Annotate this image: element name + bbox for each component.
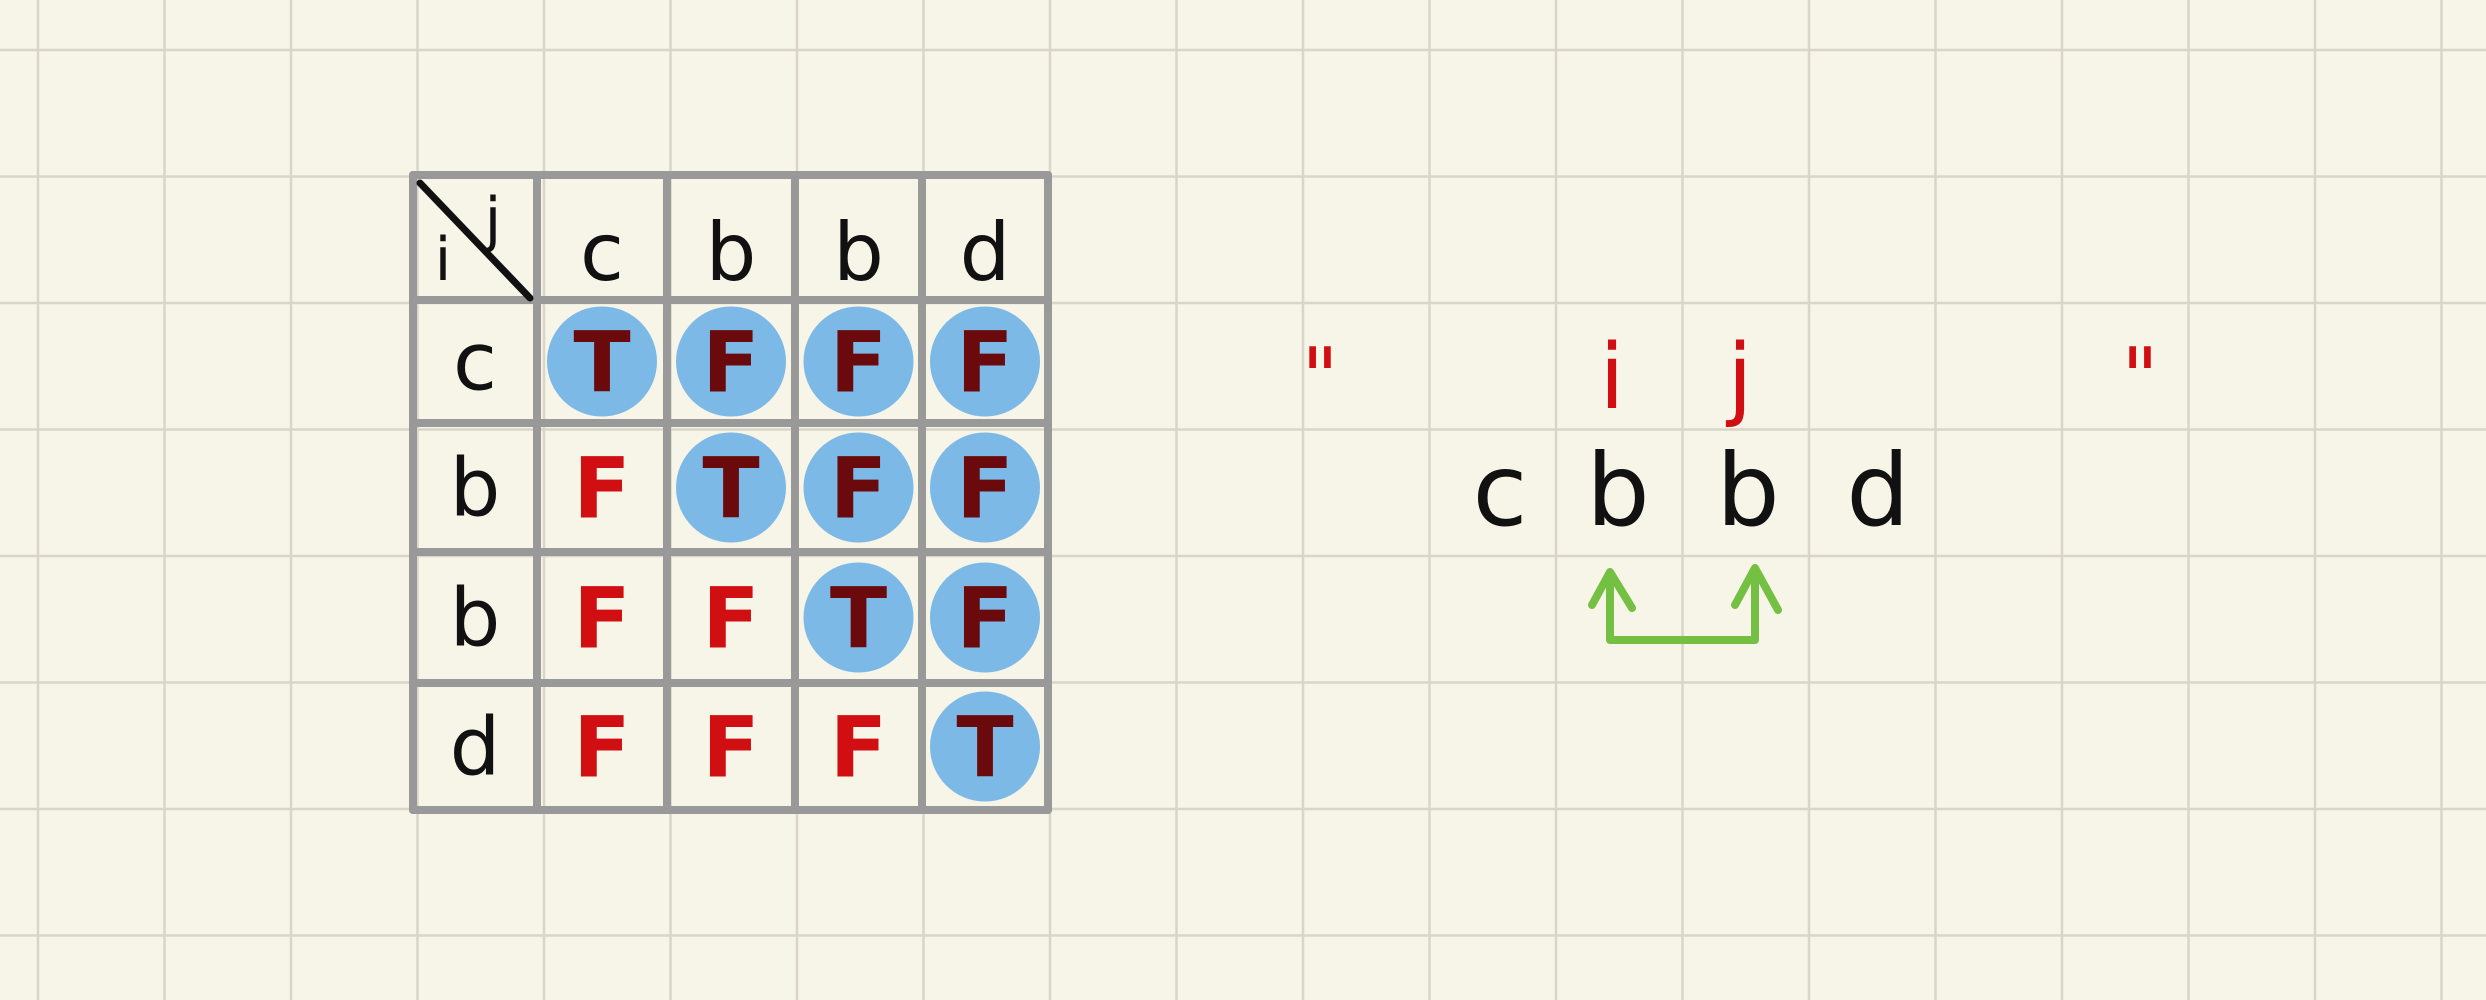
highlight-circle [676, 432, 786, 543]
row-header: d [450, 701, 501, 794]
col-header: d [960, 206, 1011, 299]
table-cell: F [830, 440, 887, 538]
highlight-circle [930, 306, 1040, 417]
table-cell: T [573, 314, 630, 412]
table-highlights [547, 306, 1040, 802]
highlight-circle [930, 691, 1040, 802]
table-cell: T [956, 699, 1013, 797]
pointer-j: j [1725, 325, 1752, 430]
table-cell: F [830, 699, 887, 797]
table-cell: F [956, 314, 1013, 412]
table-cell: F [702, 314, 759, 412]
string-example: " " i j c b b d [1302, 325, 2159, 644]
string-char: b [1586, 432, 1649, 549]
table-cell: F [956, 440, 1013, 538]
string-char: c [1473, 432, 1528, 549]
col-header: b [706, 206, 757, 299]
col-header: c [580, 206, 624, 299]
table-cell: T [830, 570, 887, 668]
table-cell: F [573, 699, 630, 797]
highlight-circle [930, 432, 1040, 543]
corner-diagonal [416, 179, 534, 302]
corner-col-label: j [483, 185, 502, 255]
highlight-circle [803, 306, 914, 417]
table-cell: F [830, 314, 887, 412]
highlight-circle [676, 306, 786, 417]
col-header: b [833, 206, 884, 299]
table-frame [409, 171, 1052, 814]
row-header: b [450, 442, 501, 535]
highlight-circle [803, 562, 914, 673]
table-cell: F [702, 570, 759, 668]
table-cell: F [956, 570, 1013, 668]
corner-row-label: i [435, 225, 452, 295]
open-quote: " [1302, 331, 1339, 424]
string-char: b [1716, 432, 1779, 549]
row-header: c [453, 316, 497, 409]
string-char: d [1846, 432, 1909, 549]
table-cell: F [573, 570, 630, 668]
table-cell: T [702, 440, 759, 538]
table-cell: F [702, 699, 759, 797]
highlight-circle [547, 306, 657, 417]
pointer-i: i [1599, 325, 1624, 430]
table-cell: F [573, 440, 630, 538]
close-quote: " [2122, 331, 2159, 424]
highlight-circle [803, 432, 914, 543]
swap-arrow-icon [1588, 564, 1782, 644]
highlight-circle [930, 562, 1040, 673]
row-header: b [450, 572, 501, 665]
